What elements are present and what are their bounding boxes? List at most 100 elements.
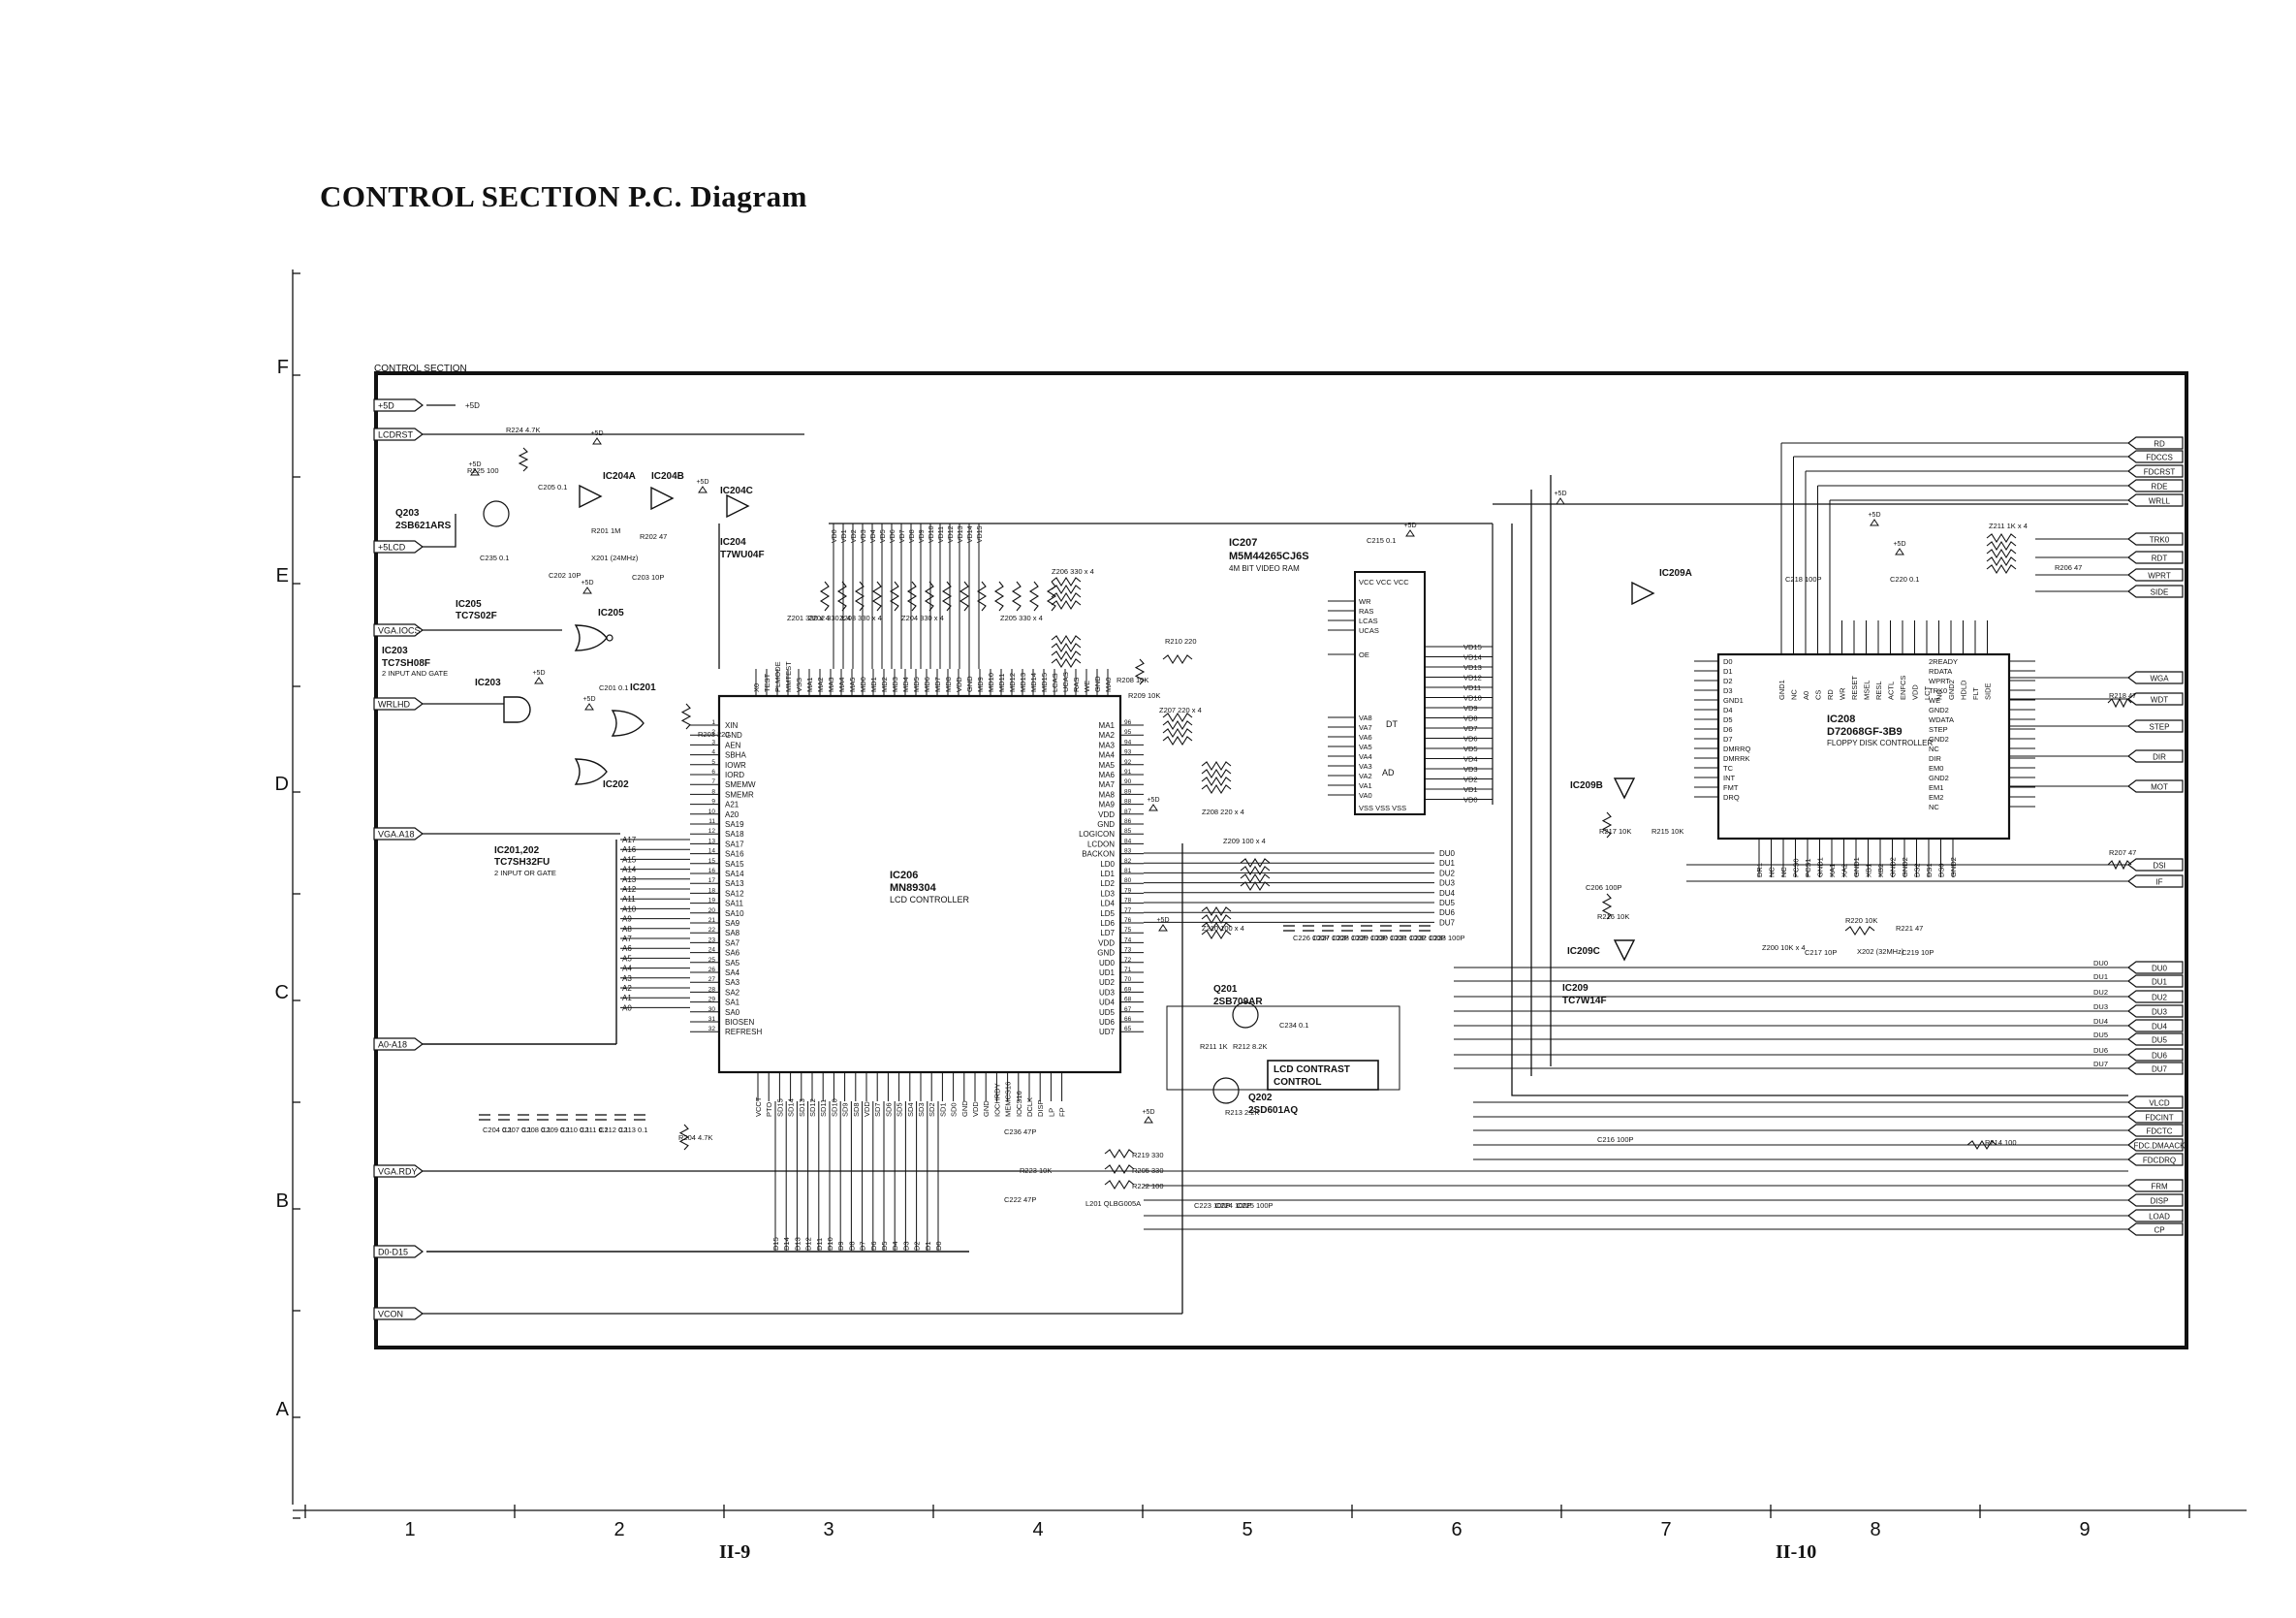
connector-port-symbol: [373, 428, 424, 441]
q201-part: 2SB709AR: [1213, 997, 1263, 1007]
ic206-pin-number: 13: [708, 838, 716, 844]
ic204c-inverter-symbol: [726, 493, 750, 519]
ic206-pin-number: 75: [1124, 927, 1132, 934]
ic208-ref: IC208: [1827, 714, 1855, 725]
connector-port-label: DU4: [2152, 1023, 2168, 1031]
page-number-right: II-10: [1776, 1541, 1817, 1563]
component-label: C223 100P: [1194, 1201, 1231, 1210]
connector-port-symbol: [2127, 1222, 2184, 1236]
component-label: C211 0.1: [580, 1126, 609, 1134]
ic206-pin-label: GND: [982, 1100, 991, 1117]
resistor-symbol: [836, 581, 848, 612]
ic208-pin-label: SIDE: [1984, 682, 1993, 700]
ic206-pin-label: MMTEST: [784, 661, 793, 692]
connector-port-label: D0-D15: [378, 1248, 408, 1257]
ic206-pin-number: 76: [1124, 917, 1132, 924]
ic206-pin-number: 86: [1124, 818, 1132, 825]
ic202-gate-label: IC202: [603, 779, 629, 790]
ic206-pin-number: 77: [1124, 907, 1132, 914]
ic206-pin-label: X0: [752, 683, 761, 692]
ic208-pin-label: D4: [1723, 706, 1733, 714]
connector-port-symbol: [373, 623, 424, 637]
ic206-pin-number: 1: [711, 719, 715, 726]
connector-port-label: +5D: [378, 401, 394, 411]
ic206-pin-number: 20: [708, 907, 716, 914]
ic207-pin-label: AD: [1382, 768, 1395, 777]
ic208-pin-label: ENFCS: [1899, 676, 1907, 700]
resistor-symbol: [1201, 913, 1232, 925]
ic206-pin-label: AEN: [725, 741, 741, 749]
ic206-pin-number: 22: [708, 927, 716, 934]
component-label: C232 100P: [1409, 934, 1446, 942]
data-bus-label: D14: [782, 1237, 791, 1251]
connector-port-symbol: [2127, 990, 2184, 1003]
ic206-pin-number: 66: [1124, 1016, 1132, 1023]
ic206-pin-number: 30: [708, 1006, 716, 1013]
ic206-pin-label: LD5: [1100, 909, 1115, 918]
ic208-pin-label: XB1: [1865, 864, 1873, 877]
connector-port-symbol: [2127, 551, 2184, 564]
ic206-pin-label: LCDON: [1087, 840, 1115, 848]
ic206-pin-label: SA9: [725, 919, 740, 928]
connector-port-label: WPRT: [2148, 572, 2171, 581]
q202-symbol: [1212, 1077, 1240, 1104]
ic206-pin-label: DCLK: [1025, 1097, 1034, 1117]
vd-bus-label: VD6: [890, 529, 896, 543]
supply-label: +5D: [468, 461, 481, 468]
ic206-pin-label: MD5: [912, 677, 921, 692]
data-bus-label: D10: [826, 1237, 834, 1251]
ic207-pin-label: VA1: [1359, 781, 1372, 790]
connector-port-label: RDT: [2152, 555, 2168, 563]
resistor-symbol: [1201, 929, 1232, 940]
ic208-pin-label: D2: [1723, 677, 1733, 685]
ic205-ref: IC205: [456, 599, 482, 610]
component-label: R206 47: [2055, 563, 2082, 572]
component-label: C220 0.1: [1890, 575, 1919, 584]
ic206-pin-number: 65: [1124, 1026, 1132, 1032]
connector-port-symbol: [2127, 719, 2184, 733]
connector-port-symbol: [2127, 1004, 2184, 1018]
ic206-pin-label: SD12: [808, 1098, 817, 1117]
ic201-or-gate-symbol: [611, 710, 645, 737]
ic206-pin-label: SA5: [725, 959, 740, 968]
connector-port-symbol: [2127, 1209, 2184, 1222]
ic206-pin-label: MA4: [1099, 751, 1116, 760]
ic206-pin-label: MA1: [1099, 721, 1116, 730]
ic207-pin-label: VD0: [1463, 796, 1478, 805]
ic207-pin-label: VA6: [1359, 733, 1372, 742]
connector-port-label: +5LCD: [378, 543, 406, 553]
ic208-pin-label: GND1: [1723, 696, 1744, 705]
supply-symbol: [1405, 529, 1415, 537]
resistor-symbol: [1162, 727, 1193, 739]
ic208-pin-label: CS: [1814, 690, 1823, 700]
ic207-pin-label: VA5: [1359, 743, 1372, 751]
ic206-pin-label: GND: [1097, 820, 1115, 829]
ic206-pin-label: MA3: [827, 678, 835, 692]
ic208-pin-label: XA1: [1828, 864, 1837, 877]
ic206-pin-label: SA18: [725, 830, 744, 839]
ic208-pin-label: D1: [1723, 667, 1733, 676]
component-label: C219 10P: [1902, 948, 1934, 957]
ic207-pin-label: DT: [1386, 719, 1398, 729]
ic206-pin-label: MA9: [1099, 801, 1116, 809]
component-label: C235 0.1: [480, 554, 509, 562]
ic207-pin-label: VD4: [1463, 755, 1478, 764]
ic208-pin-label: GND1: [1816, 857, 1825, 877]
du-label: DU1: [2093, 972, 2108, 981]
ic206-pin-label: VDD: [971, 1101, 980, 1117]
ic206-pin-label: MD3: [891, 677, 899, 692]
component-label: Z203 330 x 4: [839, 614, 882, 622]
connector-port-label: FDCDRQ: [2143, 1157, 2176, 1165]
component-label: C217 10P: [1805, 948, 1837, 957]
data-bus-label: D1: [924, 1241, 932, 1251]
ic206-pin-number: 11: [708, 818, 715, 825]
ic206-pin-label: SA16: [725, 850, 744, 859]
ic205-nor-gate-symbol: [574, 624, 608, 651]
connector-port-label: CP: [2154, 1226, 2164, 1235]
ic206-pin-label: GND: [965, 676, 974, 692]
ic206-pin-number: 79: [1124, 887, 1132, 894]
ic206-pin-label: UD7: [1099, 1028, 1116, 1036]
ic206-pin-label: MA5: [848, 678, 857, 692]
connector-port-label: WRLL: [2149, 497, 2171, 506]
connector-port-label: WDT: [2151, 696, 2168, 705]
